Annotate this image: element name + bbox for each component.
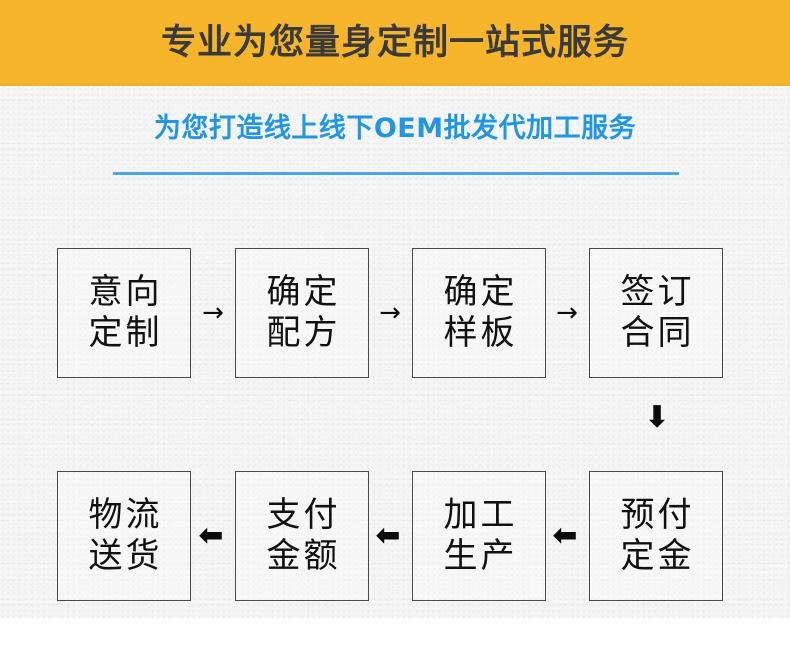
flow-node-prepay-deposit[interactable]: 预付 定金 (589, 471, 723, 601)
header-banner: 专业为您量身定制一站式服务 (0, 0, 790, 86)
flow-node-line-2: 定制 (88, 313, 163, 353)
flow-node-line-2: 样板 (443, 313, 518, 353)
flow-node-confirm-formula[interactable]: 确定 配方 (235, 248, 369, 378)
flow-node-line-1: 确定 (443, 271, 518, 312)
flow-node-line-1: 加工 (443, 494, 518, 535)
flow-node-line-1: 确定 (266, 271, 341, 312)
arrow-right-icon: → (556, 298, 578, 328)
flow-node-intent-custom[interactable]: 意向 定制 (57, 248, 191, 378)
flow-node-line-1: 预付 (620, 494, 695, 535)
flow-node-line-1: 物流 (88, 494, 163, 535)
flow-node-line-1: 意向 (88, 271, 163, 312)
subtitle-divider (113, 172, 679, 175)
page-title: 专业为您量身定制一站式服务 (160, 22, 629, 63)
arrow-left-icon: ⬅ (552, 518, 578, 553)
flow-node-line-2: 金额 (266, 536, 341, 576)
flow-node-line-2: 生产 (443, 536, 518, 576)
subtitle-text: 为您打造线上线下OEM批发代加工服务 (153, 113, 637, 144)
arrow-right-icon: → (202, 298, 224, 328)
flow-node-line-2: 送货 (88, 536, 163, 576)
arrow-down-icon: ⬇ (644, 400, 670, 435)
flow-node-line-2: 合同 (620, 313, 695, 353)
flow-node-line-2: 配方 (266, 313, 341, 353)
arrow-left-icon: ⬅ (375, 518, 401, 553)
subtitle-container: 为您打造线上线下OEM批发代加工服务 (0, 113, 790, 144)
flow-node-sign-contract[interactable]: 签订 合同 (589, 248, 723, 378)
flow-node-line-1: 签订 (620, 271, 695, 312)
arrow-left-icon: ⬅ (198, 518, 224, 553)
flow-node-line-2: 定金 (620, 536, 695, 576)
flow-node-logistics-delivery[interactable]: 物流 送货 (57, 471, 191, 601)
arrow-right-icon: → (379, 298, 401, 328)
flow-node-processing-production[interactable]: 加工 生产 (412, 471, 546, 601)
flow-node-pay-balance[interactable]: 支付 金额 (235, 471, 369, 601)
flow-node-confirm-sample[interactable]: 确定 样板 (412, 248, 546, 378)
flow-node-line-1: 支付 (266, 494, 341, 535)
